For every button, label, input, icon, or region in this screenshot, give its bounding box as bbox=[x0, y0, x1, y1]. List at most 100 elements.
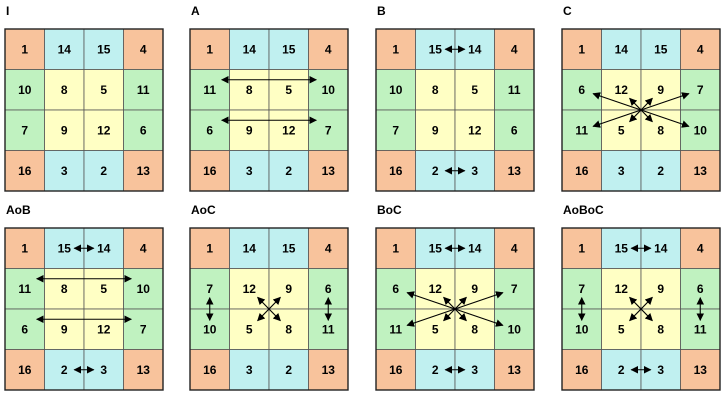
grid-cell bbox=[454, 109, 495, 151]
cell-number: 14 bbox=[654, 241, 668, 255]
cell-number: 2 bbox=[432, 164, 439, 178]
swap-arrow bbox=[629, 296, 653, 322]
cell-number: 12 bbox=[97, 322, 111, 336]
cell-number: 7 bbox=[21, 123, 28, 137]
panel-title: B bbox=[377, 4, 386, 18]
grid-border bbox=[189, 227, 349, 391]
cell-number: 8 bbox=[657, 123, 664, 137]
grid-cell bbox=[494, 227, 535, 269]
cell-number: 2 bbox=[100, 164, 107, 178]
grid-cell bbox=[415, 109, 456, 151]
cell-number: 10 bbox=[508, 322, 522, 336]
cell-number: 5 bbox=[285, 83, 292, 97]
cell-number: 6 bbox=[697, 282, 704, 296]
cell-number: 16 bbox=[203, 363, 217, 377]
cell-number: 3 bbox=[657, 363, 664, 377]
cell-number: 1 bbox=[392, 241, 399, 255]
grid-cell bbox=[123, 150, 164, 192]
cell-number: 1 bbox=[206, 241, 213, 255]
cell-number: 4 bbox=[697, 42, 704, 56]
grid-cell bbox=[308, 227, 349, 269]
grid-cell bbox=[561, 150, 602, 192]
cell-number: 5 bbox=[471, 83, 478, 97]
grid-cell bbox=[561, 349, 602, 391]
panel-title: I bbox=[6, 4, 10, 18]
grid-cell bbox=[680, 308, 721, 350]
grid-cell bbox=[375, 349, 416, 391]
cell-number: 8 bbox=[657, 322, 664, 336]
cell-number: 14 bbox=[468, 42, 482, 56]
cell-number: 15 bbox=[282, 241, 296, 255]
grid-cell bbox=[375, 69, 416, 111]
cell-number: 6 bbox=[206, 123, 213, 137]
grid-cell bbox=[44, 150, 85, 192]
cell-number: 10 bbox=[203, 322, 217, 336]
cell-number: 4 bbox=[140, 241, 147, 255]
cell-number: 7 bbox=[392, 123, 399, 137]
cell-number: 10 bbox=[389, 83, 403, 97]
panel-title: A bbox=[191, 4, 200, 18]
cell-number: 6 bbox=[392, 282, 399, 296]
cell-number: 9 bbox=[657, 282, 664, 296]
panel-title: C bbox=[563, 4, 572, 18]
cell-number: 3 bbox=[100, 363, 107, 377]
cell-number: 13 bbox=[508, 363, 522, 377]
cell-number: 1 bbox=[21, 42, 28, 56]
swap-arrow bbox=[257, 296, 281, 322]
cell-number: 9 bbox=[285, 282, 292, 296]
grid-cell bbox=[640, 28, 681, 70]
cell-number: 10 bbox=[18, 83, 32, 97]
grid-cell bbox=[494, 349, 535, 391]
panel-title: AoC bbox=[191, 203, 216, 217]
cell-number: 2 bbox=[285, 363, 292, 377]
cell-number: 4 bbox=[511, 241, 518, 255]
cell-number: 3 bbox=[471, 363, 478, 377]
cell-number: 4 bbox=[697, 241, 704, 255]
cell-number: 6 bbox=[511, 123, 518, 137]
cell-number: 9 bbox=[471, 282, 478, 296]
grid-cell bbox=[308, 28, 349, 70]
cell-number: 8 bbox=[432, 83, 439, 97]
grid-cell bbox=[189, 28, 230, 70]
cell-number: 12 bbox=[615, 83, 629, 97]
cell-number: 2 bbox=[61, 363, 68, 377]
grid-cell bbox=[601, 150, 642, 192]
cell-number: 3 bbox=[61, 164, 68, 178]
grid-cell bbox=[123, 69, 164, 111]
cell-number: 10 bbox=[575, 322, 589, 336]
cell-number: 16 bbox=[575, 363, 589, 377]
cell-number: 3 bbox=[471, 164, 478, 178]
grid-cell bbox=[268, 349, 309, 391]
cell-number: 14 bbox=[615, 42, 629, 56]
grid-cell bbox=[561, 227, 602, 269]
cell-number: 7 bbox=[206, 282, 213, 296]
cell-number: 4 bbox=[325, 241, 332, 255]
cell-number: 15 bbox=[429, 42, 443, 56]
grid-cell bbox=[680, 349, 721, 391]
grid-cell bbox=[229, 349, 270, 391]
cell-number: 1 bbox=[206, 42, 213, 56]
cell-number: 12 bbox=[282, 123, 296, 137]
cell-number: 13 bbox=[322, 164, 336, 178]
cell-number: 13 bbox=[137, 164, 151, 178]
cell-number: 2 bbox=[285, 164, 292, 178]
cell-number: 9 bbox=[61, 123, 68, 137]
cell-number: 8 bbox=[471, 322, 478, 336]
cell-number: 13 bbox=[694, 164, 708, 178]
grid-cell bbox=[375, 28, 416, 70]
cell-number: 9 bbox=[432, 123, 439, 137]
grid-cell bbox=[308, 349, 349, 391]
grid-cell bbox=[268, 227, 309, 269]
grid-border bbox=[189, 28, 349, 192]
panel-title: AoBoC bbox=[563, 203, 604, 217]
cell-number: 7 bbox=[697, 83, 704, 97]
grid-border bbox=[561, 28, 721, 192]
cell-number: 14 bbox=[243, 42, 257, 56]
cell-number: 7 bbox=[578, 282, 585, 296]
cell-number: 16 bbox=[575, 164, 589, 178]
